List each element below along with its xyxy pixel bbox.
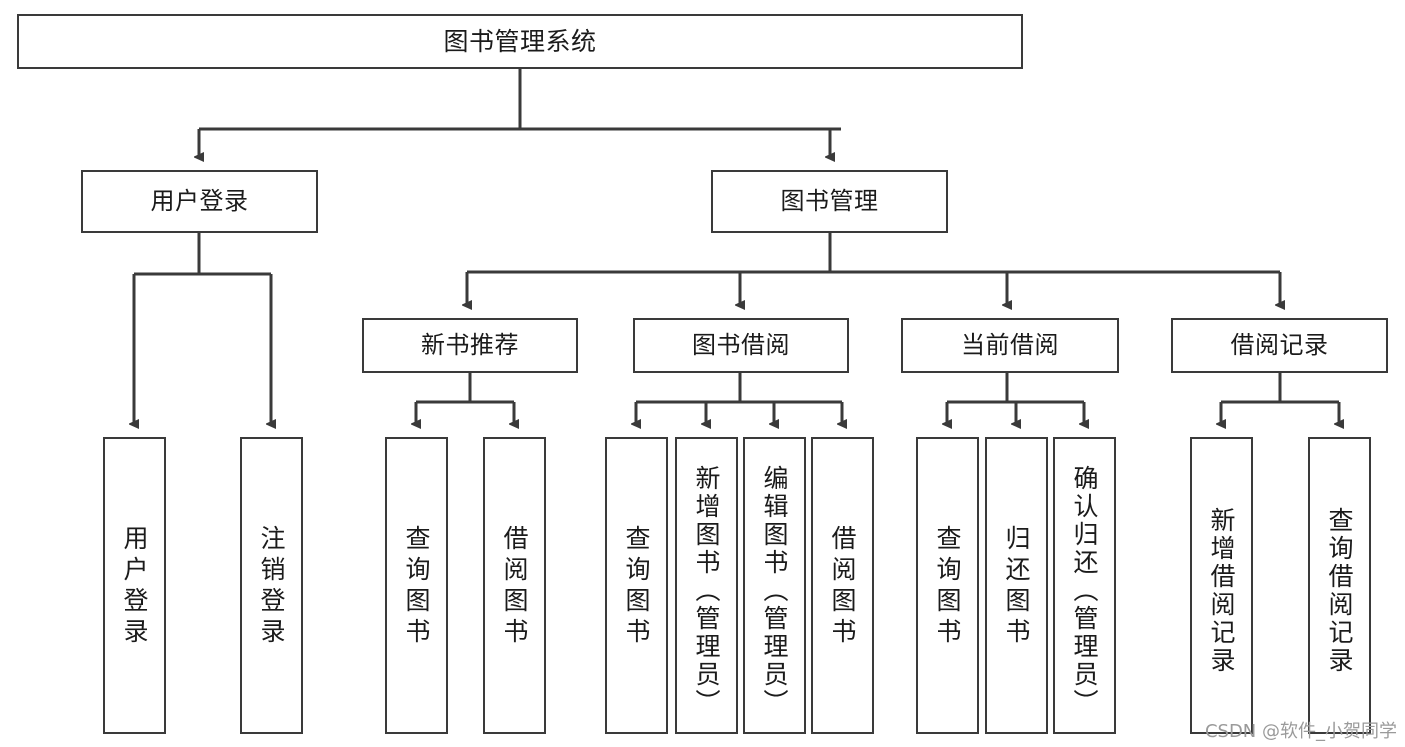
node-leaf-confirm-return[interactable]: 确认归还（管理员） bbox=[1053, 437, 1116, 734]
csdn-watermark: CSDN @软件_小贺同学 bbox=[1204, 721, 1397, 742]
node-leaf-borrow-book[interactable]: 借阅图书 bbox=[811, 437, 874, 734]
node-leaf-add-book-label: 新增图书（管理员） bbox=[692, 464, 721, 717]
node-leaf-user-login[interactable]: 用户登录 bbox=[103, 437, 166, 734]
node-leaf-query-record-label: 查询借阅记录 bbox=[1325, 506, 1354, 675]
node-borrow-record[interactable]: 借阅记录 bbox=[1171, 318, 1388, 373]
node-leaf-query-book-borrow-label: 查询图书 bbox=[622, 524, 651, 649]
node-leaf-query-book-current-label: 查询图书 bbox=[933, 524, 962, 649]
node-borrow-record-label: 借阅记录 bbox=[1230, 331, 1329, 360]
node-leaf-edit-book[interactable]: 编辑图书（管理员） bbox=[743, 437, 806, 734]
node-leaf-query-book-new-label: 查询图书 bbox=[402, 524, 431, 649]
node-book-borrow[interactable]: 图书借阅 bbox=[633, 318, 849, 373]
node-leaf-query-book-current[interactable]: 查询图书 bbox=[916, 437, 979, 734]
node-leaf-return-book[interactable]: 归还图书 bbox=[985, 437, 1048, 734]
node-root[interactable]: 图书管理系统 bbox=[17, 14, 1023, 69]
node-leaf-borrow-book-new-label: 借阅图书 bbox=[500, 524, 529, 649]
node-book-manage[interactable]: 图书管理 bbox=[711, 170, 948, 233]
node-current-borrow-label: 当前借阅 bbox=[961, 331, 1059, 360]
node-leaf-add-record[interactable]: 新增借阅记录 bbox=[1190, 437, 1253, 734]
node-leaf-borrow-book-label: 借阅图书 bbox=[828, 524, 857, 649]
node-leaf-add-record-label: 新增借阅记录 bbox=[1207, 506, 1236, 675]
node-leaf-query-book-new[interactable]: 查询图书 bbox=[385, 437, 448, 734]
node-new-book-recommend-label: 新书推荐 bbox=[421, 331, 519, 360]
node-user-login[interactable]: 用户登录 bbox=[81, 170, 318, 233]
node-leaf-borrow-book-new[interactable]: 借阅图书 bbox=[483, 437, 546, 734]
node-current-borrow[interactable]: 当前借阅 bbox=[901, 318, 1119, 373]
node-leaf-confirm-return-label: 确认归还（管理员） bbox=[1070, 464, 1099, 717]
node-new-book-recommend[interactable]: 新书推荐 bbox=[362, 318, 578, 373]
node-user-login-label: 用户登录 bbox=[150, 187, 249, 216]
node-leaf-query-book-borrow[interactable]: 查询图书 bbox=[605, 437, 668, 734]
node-root-label: 图书管理系统 bbox=[443, 26, 597, 56]
node-book-manage-label: 图书管理 bbox=[780, 187, 879, 216]
node-leaf-edit-book-label: 编辑图书（管理员） bbox=[760, 464, 789, 717]
node-book-borrow-label: 图书借阅 bbox=[692, 331, 790, 360]
node-leaf-logout[interactable]: 注销登录 bbox=[240, 437, 303, 734]
node-leaf-return-book-label: 归还图书 bbox=[1002, 524, 1031, 649]
node-leaf-logout-label: 注销登录 bbox=[257, 524, 286, 649]
node-leaf-query-record[interactable]: 查询借阅记录 bbox=[1308, 437, 1371, 734]
node-leaf-add-book[interactable]: 新增图书（管理员） bbox=[675, 437, 738, 734]
node-leaf-user-login-label: 用户登录 bbox=[120, 524, 149, 649]
